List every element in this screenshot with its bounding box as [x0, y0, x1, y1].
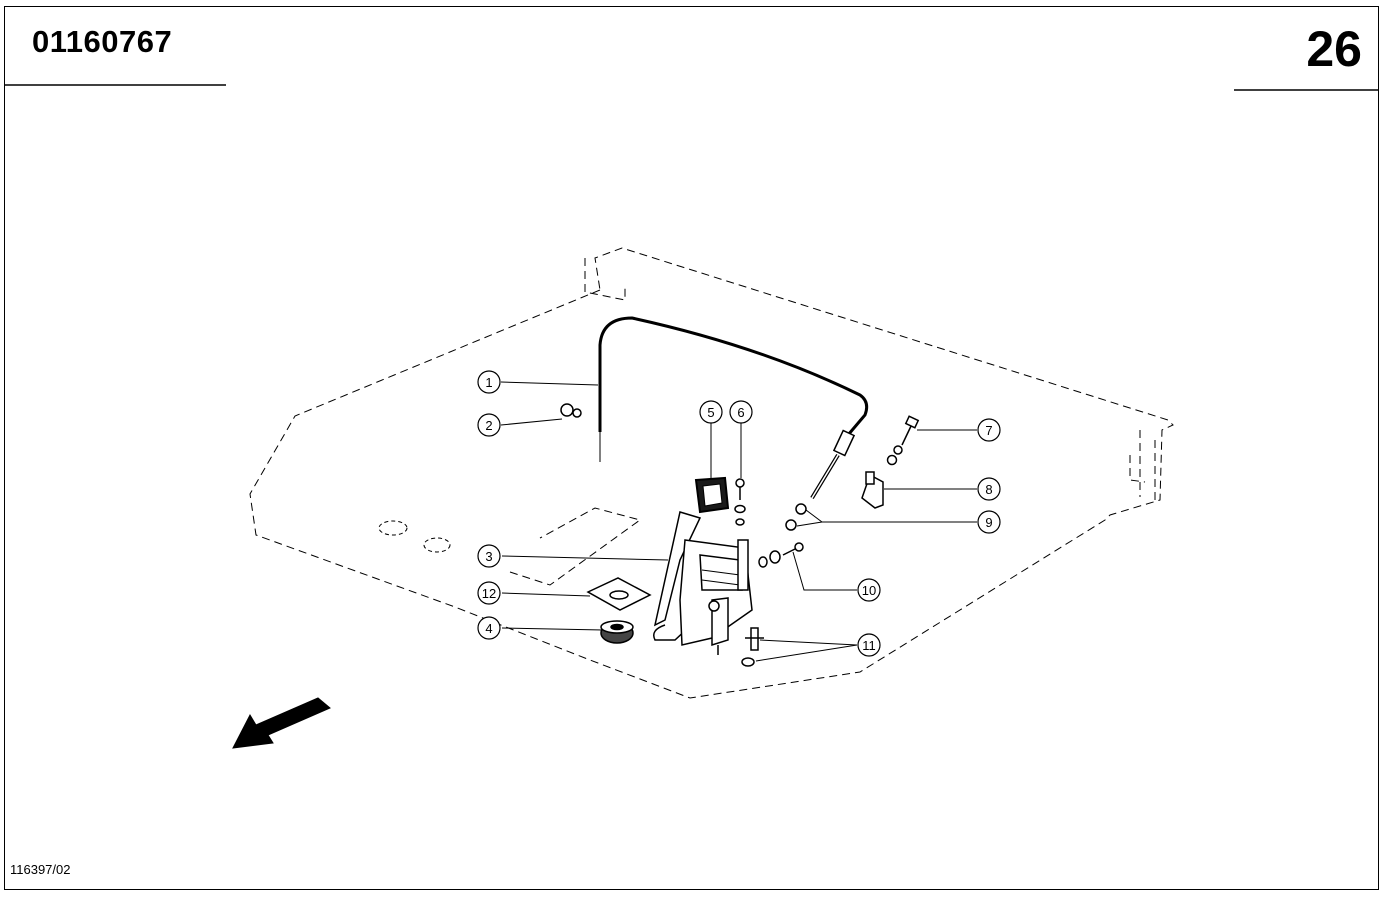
callout-8: 8 — [977, 477, 1001, 501]
stop-screw-part — [741, 627, 764, 667]
callout-label: 3 — [485, 549, 492, 564]
callout-label: 7 — [985, 423, 992, 438]
callout-5: 5 — [699, 400, 723, 424]
callout-6: 6 — [729, 400, 753, 424]
callout-label: 11 — [862, 638, 876, 653]
drawing-reference: 116397/02 — [10, 862, 71, 877]
callout-4: 4 — [477, 616, 501, 640]
mounting-bracket-part — [861, 471, 884, 509]
callout-12: 12 — [477, 581, 501, 605]
leader-lines — [500, 381, 977, 662]
floor-plate-outline — [249, 247, 1174, 699]
callout-label: 12 — [482, 586, 496, 601]
callout-11: 11 — [857, 633, 881, 657]
callout-1: 1 — [477, 370, 501, 394]
callout-label: 2 — [485, 418, 492, 433]
page-frame — [4, 6, 1379, 890]
bolt-washers-part — [758, 542, 804, 568]
document-number: 01160767 — [32, 24, 173, 59]
direction-arrow-icon — [232, 697, 331, 749]
floor-holes — [378, 520, 451, 553]
pedal-bracket-part — [653, 511, 753, 655]
callout-label: 10 — [862, 583, 876, 598]
nuts-part — [785, 503, 807, 531]
page-number: 26 — [1306, 21, 1362, 77]
callout-7: 7 — [977, 418, 1001, 442]
throttle-cable — [598, 316, 869, 500]
callout-label: 1 — [485, 375, 492, 390]
cable-clip-part — [560, 403, 582, 418]
callout-label: 8 — [985, 482, 992, 497]
callout-9: 9 — [977, 510, 1001, 534]
callout-2: 2 — [477, 413, 501, 437]
gasket-part — [586, 577, 652, 611]
pedal-pad-part — [694, 476, 730, 514]
callout-10: 10 — [857, 578, 881, 602]
callout-label: 6 — [737, 405, 744, 420]
rubber-boot-part — [600, 620, 634, 644]
callout-label: 9 — [985, 515, 992, 530]
bolt-nuts-part — [886, 415, 920, 466]
screw-washer-part — [734, 478, 746, 526]
callout-label: 4 — [485, 621, 492, 636]
callout-label: 5 — [707, 405, 714, 420]
callout-3: 3 — [477, 544, 501, 568]
